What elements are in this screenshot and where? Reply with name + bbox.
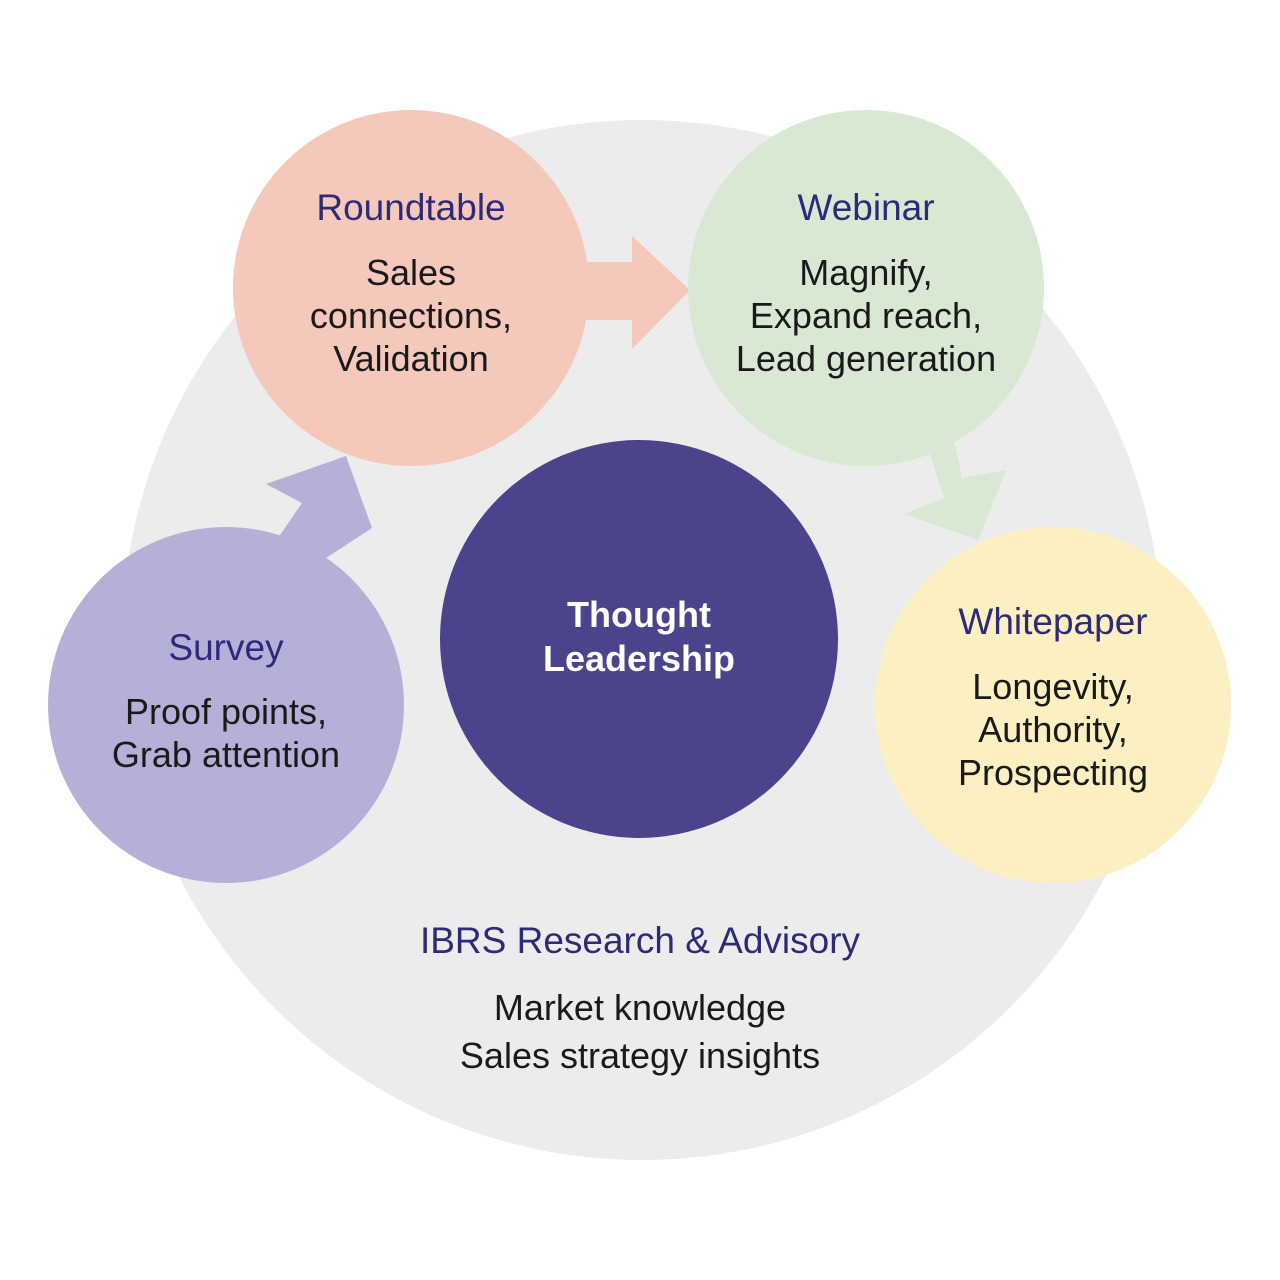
- roundtable-line: connections,: [309, 295, 513, 336]
- webinar-description: Magnify, Expand reach, Lead generation: [688, 251, 1044, 380]
- whitepaper-circle: Whitepaper Longevity, Authority, Prospec…: [875, 527, 1231, 883]
- ibrs-title: IBRS Research & Advisory: [419, 920, 861, 961]
- roundtable-description: Sales connections, Validation: [233, 251, 589, 380]
- thought-leadership-label: Thought Leadership: [440, 593, 838, 681]
- survey-circle: Survey Proof points, Grab attention: [48, 527, 404, 883]
- whitepaper-title: Whitepaper: [958, 601, 1148, 642]
- roundtable-circle: Roundtable Sales connections, Validation: [233, 110, 589, 466]
- thought-leadership-circle: Thought Leadership: [440, 440, 838, 838]
- center-line: Thought: [567, 594, 711, 635]
- ibrs-line: Market knowledge: [493, 987, 787, 1028]
- roundtable-title: Roundtable: [316, 187, 506, 228]
- roundtable-line: Sales: [365, 252, 457, 293]
- webinar-line: Expand reach,: [749, 295, 983, 336]
- whitepaper-line: Longevity,: [972, 666, 1134, 707]
- webinar-title: Webinar: [797, 187, 935, 228]
- whitepaper-line: Authority,: [978, 709, 1128, 750]
- survey-description: Proof points, Grab attention: [48, 690, 404, 776]
- whitepaper-description: Longevity, Authority, Prospecting: [875, 665, 1231, 794]
- whitepaper-line: Prospecting: [957, 752, 1149, 793]
- survey-line: Grab attention: [111, 734, 341, 775]
- survey-line: Proof points,: [124, 691, 328, 732]
- webinar-line: Lead generation: [735, 338, 997, 379]
- survey-title: Survey: [168, 627, 284, 668]
- roundtable-line: Validation: [333, 338, 489, 379]
- webinar-circle: Webinar Magnify, Expand reach, Lead gene…: [688, 110, 1044, 466]
- center-line: Leadership: [542, 638, 736, 679]
- ibrs-description: Market knowledge Sales strategy insights: [0, 984, 1280, 1080]
- ibrs-line: Sales strategy insights: [459, 1035, 821, 1076]
- webinar-line: Magnify,: [799, 252, 933, 293]
